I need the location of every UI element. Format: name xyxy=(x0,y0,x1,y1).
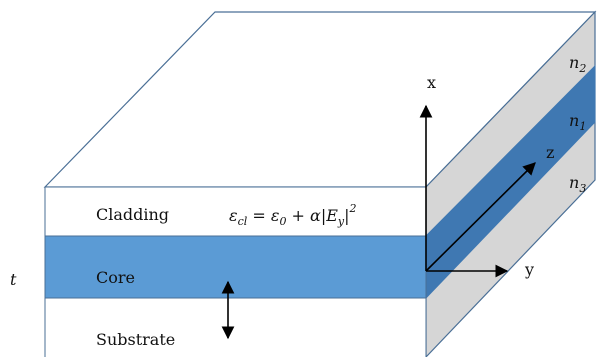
core-label: Core xyxy=(96,268,135,287)
axis-z-label: z xyxy=(546,143,554,162)
cladding-label: Cladding xyxy=(96,205,169,224)
thickness-label: t xyxy=(10,270,17,289)
substrate-layer xyxy=(44,297,427,357)
permittivity-equation: εcl = ε0 + α|Ey|2 xyxy=(229,202,357,228)
axis-y-label: y xyxy=(524,260,534,279)
axis-x-label: x xyxy=(427,73,436,92)
substrate-label: Substrate xyxy=(96,330,175,349)
z-axis-arrow xyxy=(425,162,536,272)
index-n3-label: n3 xyxy=(569,173,586,195)
core-layer xyxy=(44,235,427,299)
index-n2-label: n2 xyxy=(569,53,586,75)
index-n1-label: n1 xyxy=(569,111,586,133)
